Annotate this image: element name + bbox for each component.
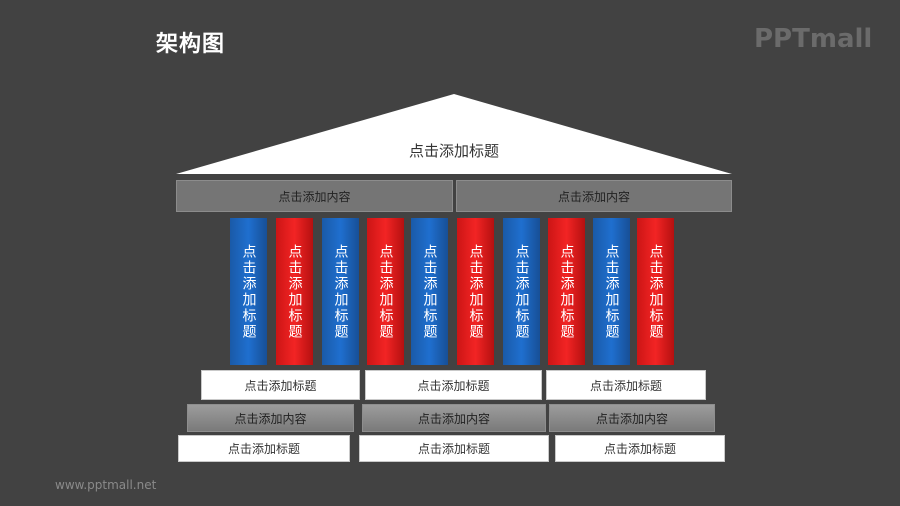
pillar-2[interactable]: 点击添加标题 (276, 218, 313, 365)
pillar-label: 点击添加标题 (603, 243, 620, 340)
pillar-7[interactable]: 点击添加标题 (503, 218, 540, 365)
base-row2-box-1[interactable]: 点击添加内容 (187, 404, 354, 432)
pillar-label: 点击添加标题 (558, 243, 575, 340)
pillar-10[interactable]: 点击添加标题 (637, 218, 674, 365)
beam-left[interactable]: 点击添加内容 (176, 180, 453, 212)
pillar-label: 点击添加标题 (513, 243, 530, 340)
pillar-8[interactable]: 点击添加标题 (548, 218, 585, 365)
brand-logo: PPTmall (754, 24, 873, 54)
page-title: 架构图 (156, 32, 226, 57)
base-row1-box-2[interactable]: 点击添加标题 (365, 370, 542, 400)
base-row3-box-1[interactable]: 点击添加标题 (178, 435, 350, 462)
pillar-label: 点击添加标题 (240, 243, 257, 340)
pillar-5[interactable]: 点击添加标题 (411, 218, 448, 365)
roof-triangle (176, 94, 732, 174)
base-row1-box-1[interactable]: 点击添加标题 (201, 370, 360, 400)
pillar-label: 点击添加标题 (647, 243, 664, 340)
pillar-6[interactable]: 点击添加标题 (457, 218, 494, 365)
base-row3-box-3[interactable]: 点击添加标题 (555, 435, 725, 462)
roof-title[interactable]: 点击添加标题 (408, 142, 499, 160)
base-row3-box-2[interactable]: 点击添加标题 (359, 435, 549, 462)
base-row2-box-3[interactable]: 点击添加内容 (549, 404, 715, 432)
pillar-3[interactable]: 点击添加标题 (322, 218, 359, 365)
pillar-4[interactable]: 点击添加标题 (367, 218, 404, 365)
pillar-label: 点击添加标题 (377, 243, 394, 340)
beam-right[interactable]: 点击添加内容 (456, 180, 732, 212)
base-row1-box-3[interactable]: 点击添加标题 (546, 370, 706, 400)
pillar-label: 点击添加标题 (332, 243, 349, 340)
pillar-label: 点击添加标题 (421, 243, 438, 340)
pillar-1[interactable]: 点击添加标题 (230, 218, 267, 365)
pillar-label: 点击添加标题 (467, 243, 484, 340)
footer-url[interactable]: www.pptmall.net (55, 478, 157, 492)
pillar-label: 点击添加标题 (286, 243, 303, 340)
base-row2-box-2[interactable]: 点击添加内容 (362, 404, 546, 432)
pillar-9[interactable]: 点击添加标题 (593, 218, 630, 365)
